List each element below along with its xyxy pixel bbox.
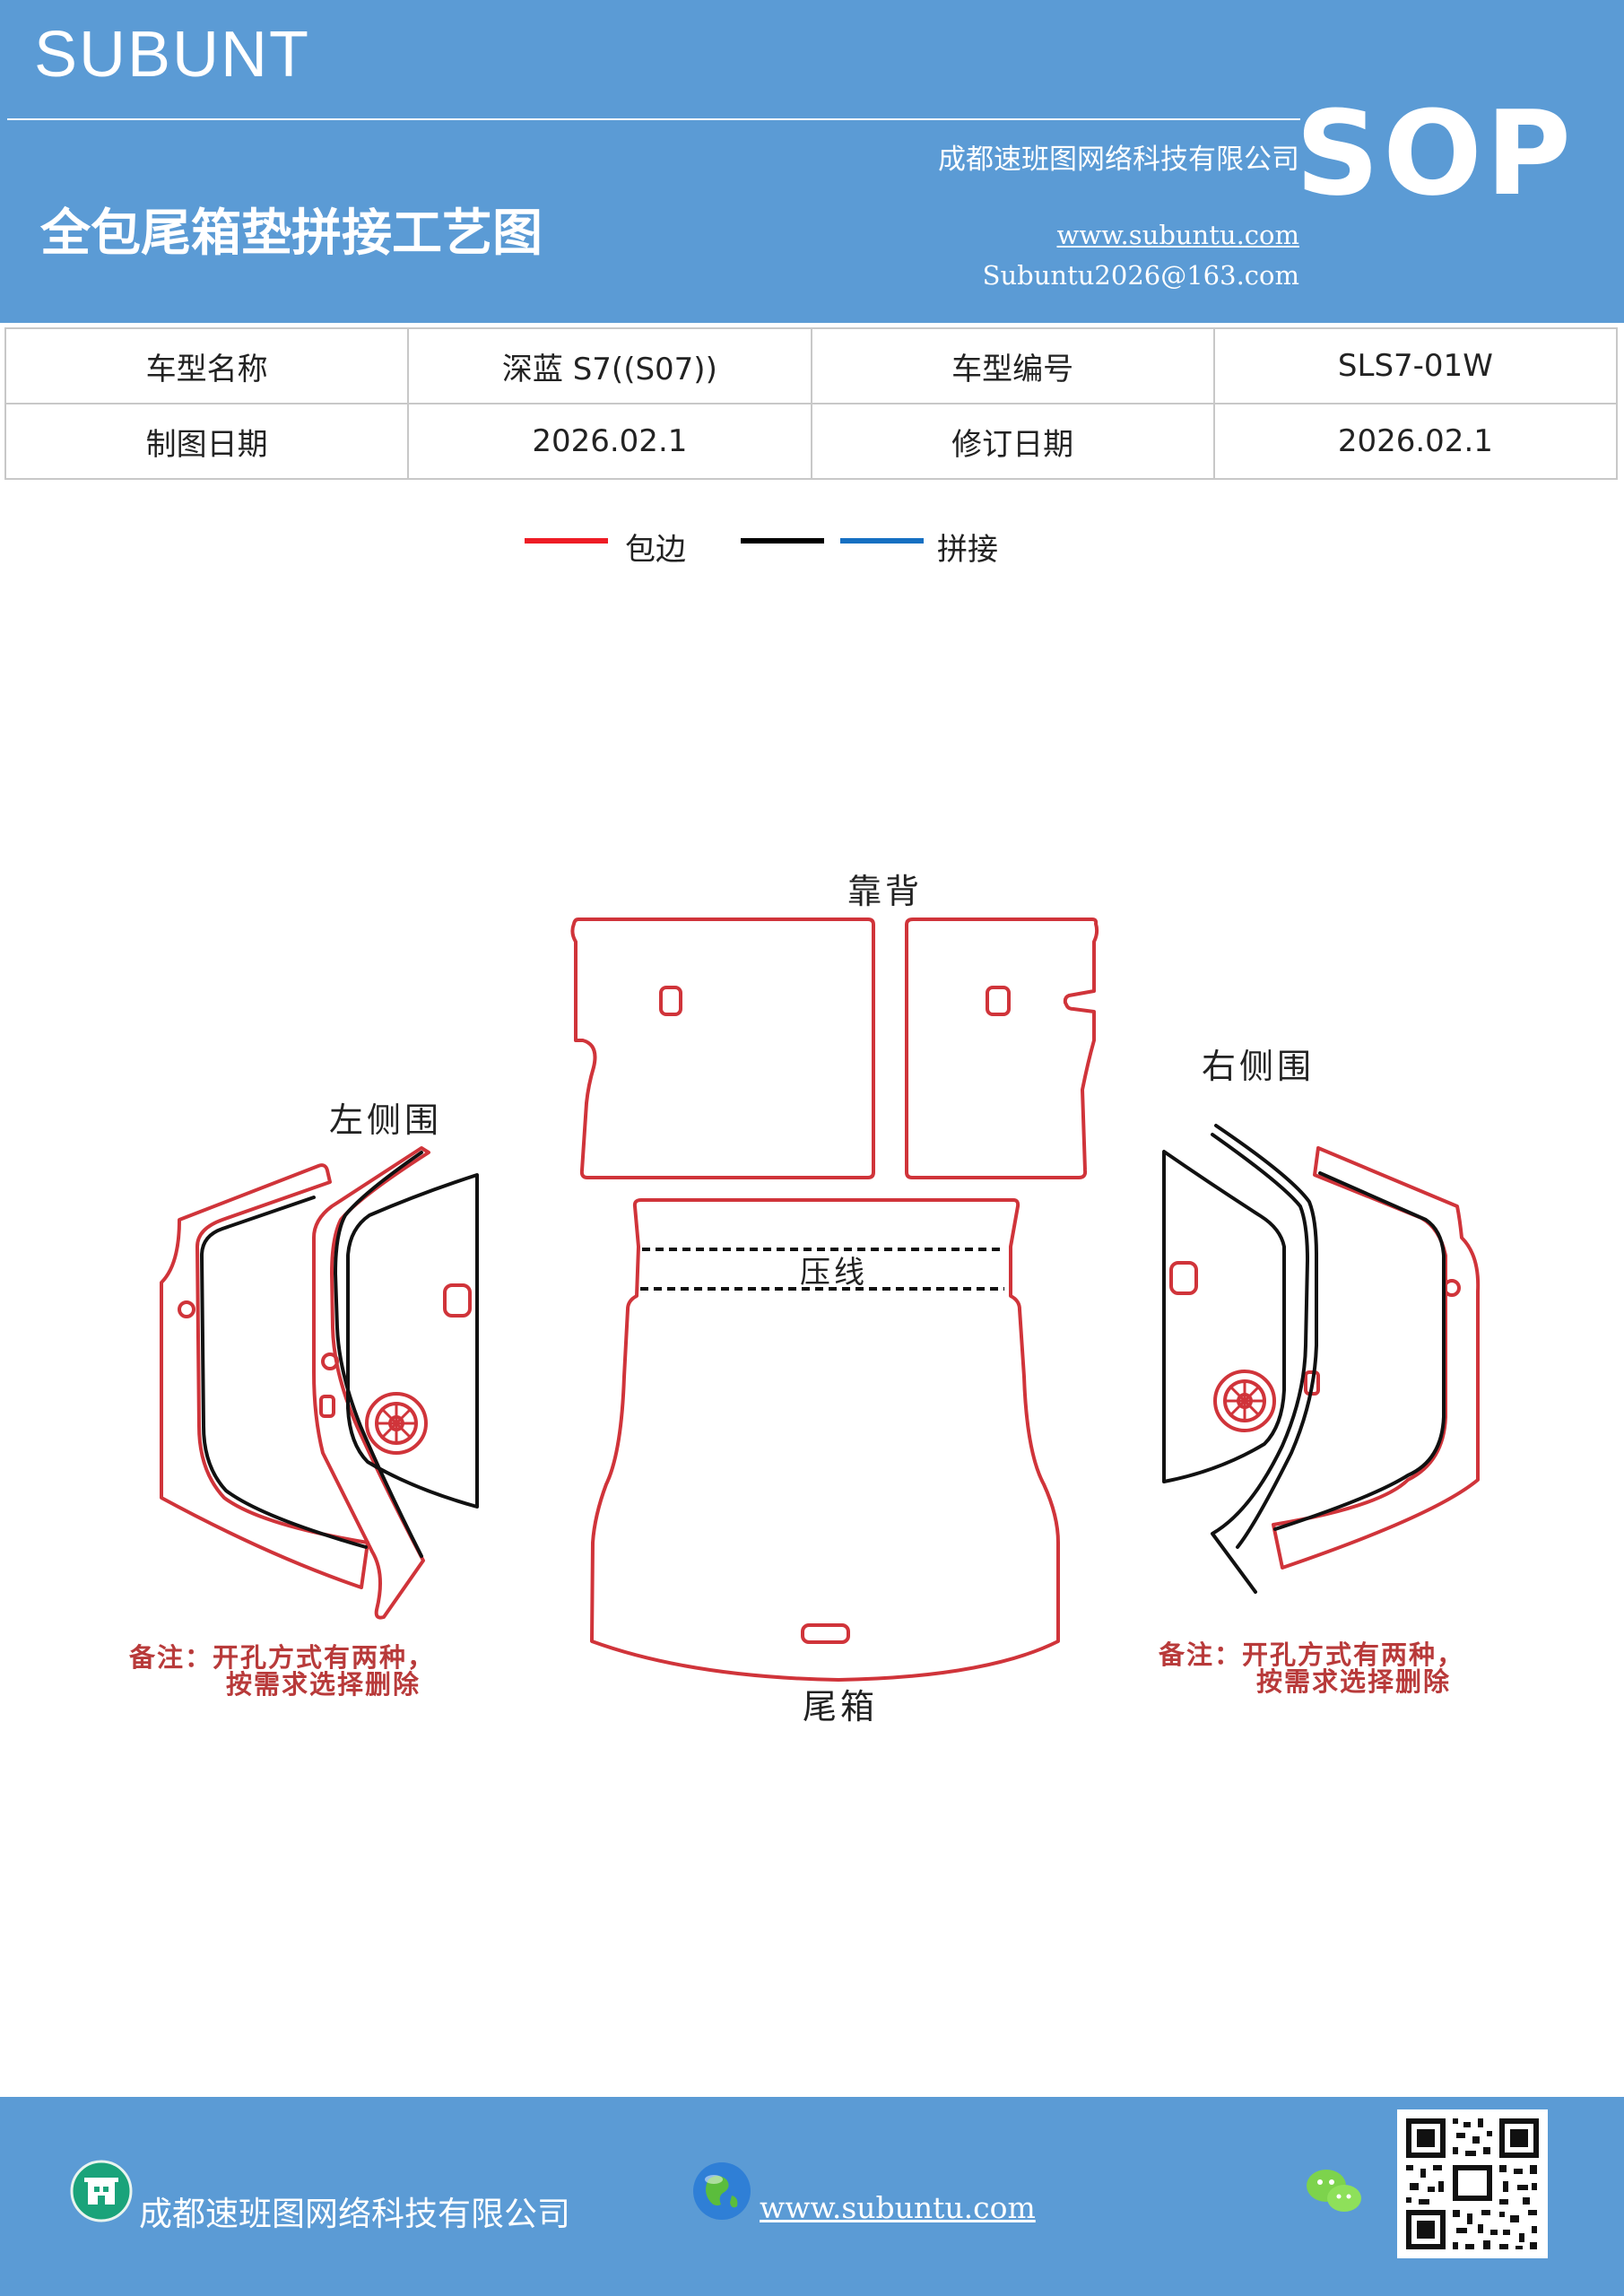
label-left-side: 左侧围 — [329, 1100, 442, 1140]
header-email: Subuntu2026@163.com — [982, 260, 1299, 291]
table-cell: 深蓝 S7((S07)) — [407, 327, 812, 404]
left-strip-slot — [319, 1395, 335, 1418]
left-side-outer-panel — [160, 1163, 369, 1589]
left-panel-seam — [346, 1173, 479, 1509]
note-right-line1: 备注：开孔方式有两种， — [1158, 1639, 1464, 1670]
right-panel-slot — [1169, 1261, 1198, 1295]
backrest-right-hole — [986, 986, 1011, 1016]
legend-swatch-red — [525, 538, 608, 544]
right-outer-seam — [1273, 1171, 1446, 1531]
left-panel-slot — [443, 1283, 472, 1318]
label-backrest: 靠背 — [847, 872, 923, 911]
footer-website-link[interactable]: www.subuntu.com — [760, 2190, 1036, 2225]
qr-code-icon — [1397, 2109, 1548, 2258]
left-outer-seam — [200, 1196, 368, 1549]
table-cell: 制图日期 — [4, 403, 410, 480]
document-title: 全包尾箱垫拼接工艺图 — [40, 204, 543, 263]
trunk-mat-diagram: 靠背 左侧围 右侧围 尾箱 压线 备注：开孔方式有两种， 按需求选择删除 备注：… — [128, 872, 1481, 1726]
backrest-left-panel — [570, 918, 875, 1179]
table-cell: 2026.02.1 — [1212, 403, 1619, 480]
header-banner — [0, 0, 1624, 323]
trunk-handle-slot — [801, 1623, 850, 1644]
legend-swatch-blue — [840, 538, 924, 544]
left-speaker-grille — [365, 1392, 428, 1455]
left-strip-hole-round — [321, 1352, 339, 1370]
right-strip-seam — [1214, 1124, 1318, 1549]
wechat-icon[interactable] — [1303, 2164, 1366, 2218]
table-row: 车型名称 深蓝 S7((S07)) 车型编号 SLS7-01W — [4, 327, 1619, 404]
header-website-link[interactable]: www.subuntu.com — [1056, 220, 1299, 250]
table-cell: 2026.02.1 — [407, 403, 812, 480]
backrest-left-hole — [659, 986, 682, 1016]
globe-icon — [693, 2162, 751, 2220]
left-strip-seam — [334, 1151, 423, 1558]
right-strip-seam-outer — [1211, 1133, 1309, 1594]
note-right-line2: 按需求选择删除 — [1256, 1666, 1451, 1697]
trunk-floor-panel — [590, 1198, 1060, 1682]
note-left-line1: 备注：开孔方式有两种， — [128, 1642, 435, 1673]
label-trunk: 尾箱 — [803, 1687, 878, 1726]
left-side-strip — [312, 1146, 430, 1620]
legend-swatch-black — [741, 538, 824, 544]
sop-badge: SOP — [1295, 85, 1575, 222]
footer-company: 成都速班图网络科技有限公司 — [139, 2195, 570, 2233]
legend-label-edge: 包边 — [625, 532, 686, 568]
header-divider — [7, 118, 1300, 120]
right-speaker-grille — [1213, 1370, 1276, 1432]
label-crease: 压线 — [800, 1255, 868, 1291]
vehicle-info-table: 车型名称 深蓝 S7((S07)) 车型编号 SLS7-01W 制图日期 202… — [4, 327, 1619, 480]
brand-name: SUBUNT — [34, 19, 311, 91]
left-side-hole-round — [178, 1300, 195, 1318]
table-cell: 车型名称 — [4, 327, 410, 404]
right-panel-seam — [1162, 1150, 1286, 1483]
table-cell: 修订日期 — [810, 403, 1215, 480]
backrest-right-panel — [905, 918, 1099, 1179]
legend: 包边 拼接 — [525, 525, 1063, 570]
building-icon — [70, 2160, 133, 2222]
header-company: 成都速班图网络科技有限公司 — [938, 144, 1299, 176]
table-cell: SLS7-01W — [1212, 327, 1619, 404]
legend-label-seam: 拼接 — [937, 532, 998, 568]
table-cell: 车型编号 — [810, 327, 1215, 404]
label-right-side: 右侧围 — [1202, 1047, 1315, 1086]
table-row: 制图日期 2026.02.1 修订日期 2026.02.1 — [4, 403, 1619, 480]
note-left-line2: 按需求选择删除 — [226, 1669, 421, 1700]
